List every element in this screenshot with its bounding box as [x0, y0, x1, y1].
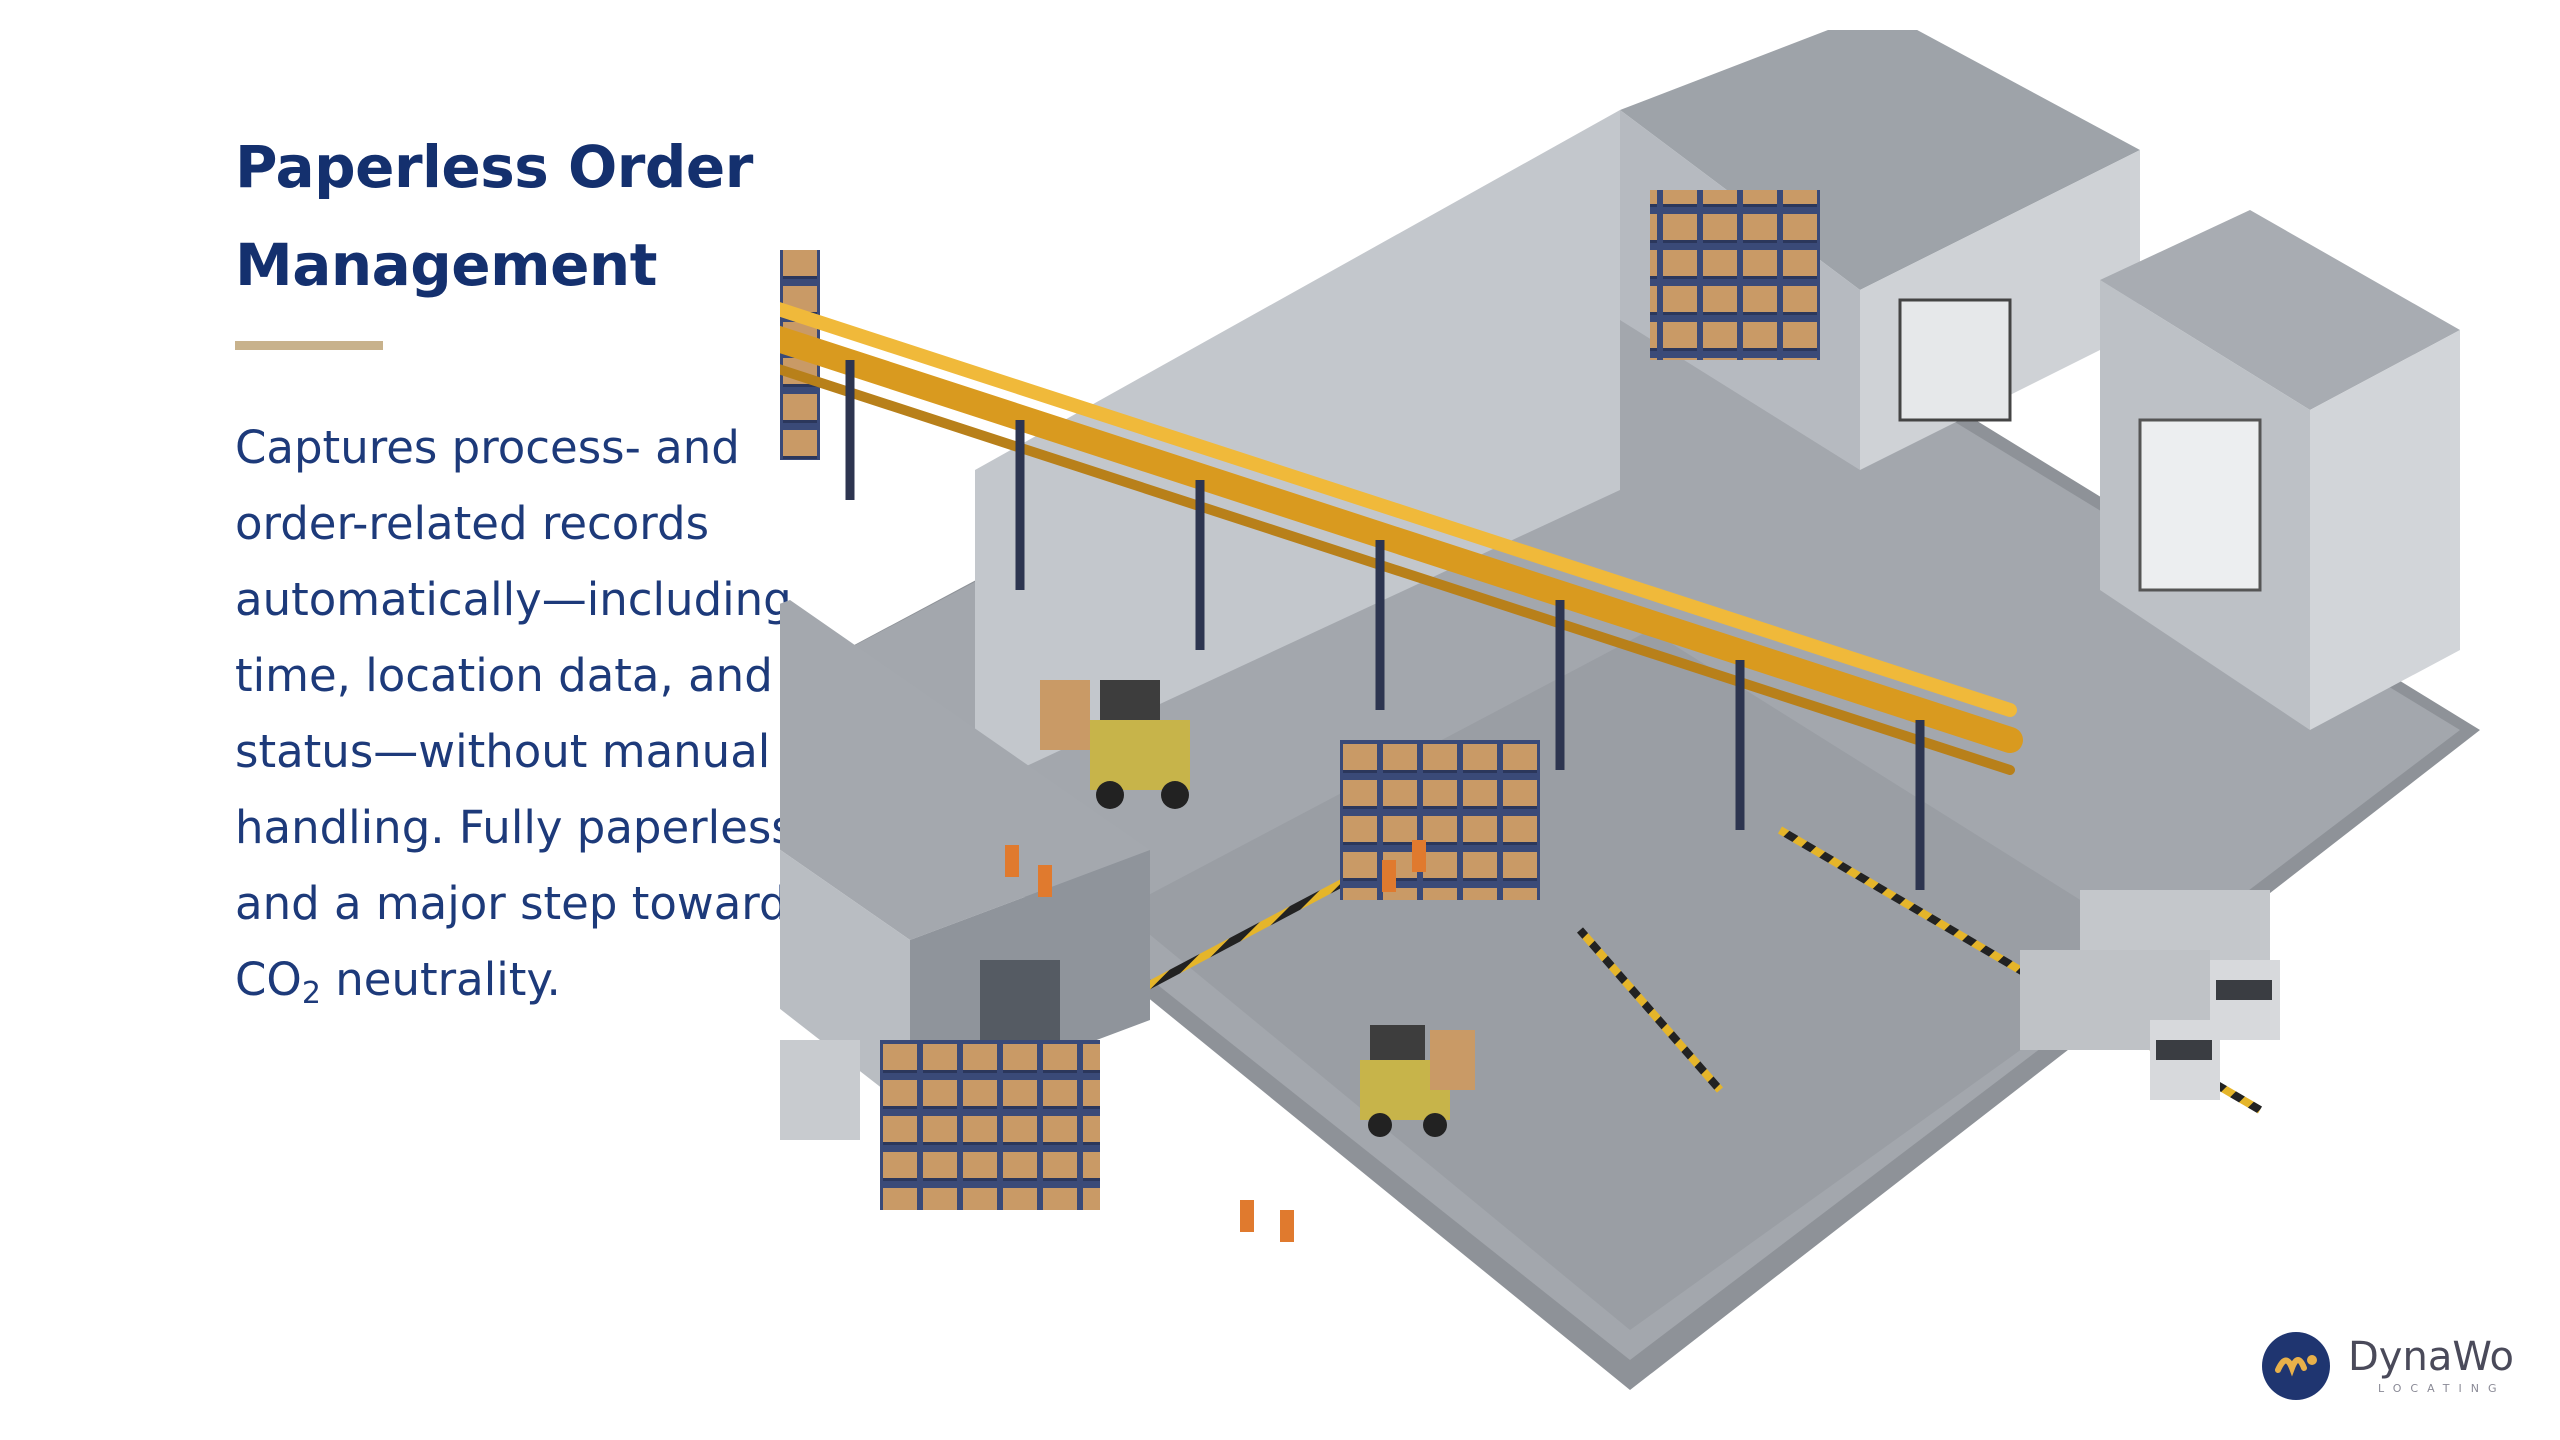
body-text-main: Captures process- and order-related reco… [235, 421, 795, 1006]
isometric-warehouse-illustration [780, 30, 2480, 1390]
dynawo-logo-icon [2262, 1332, 2330, 1400]
forklift-center [1040, 680, 1190, 809]
body-subscript: 2 [301, 976, 321, 1011]
right-building-door [2138, 418, 2262, 592]
front-building-roof [780, 600, 1150, 940]
title-accent-rule [235, 341, 383, 350]
trucks-left [780, 1040, 860, 1140]
conveyor-pillars [845, 360, 1925, 890]
logo-tagline: LOCATING [2378, 1382, 2506, 1395]
worker-group [1005, 840, 1426, 1242]
slide-title: Paperless Order Management [235, 133, 753, 299]
dynawo-logo: DynaWo LOCATING [2260, 1330, 2520, 1404]
back-building-roof [1620, 30, 2140, 290]
back-shelving [1650, 190, 1820, 360]
hazard-line-yard [1576, 927, 1724, 1093]
yellow-conveyor [780, 302, 2023, 775]
trucks-right [2020, 890, 2280, 1100]
back-wall-left [975, 110, 1620, 790]
yard-shelving [880, 1040, 1100, 1210]
slide-body: Captures process- and order-related reco… [235, 410, 875, 1032]
right-building-roof [2100, 210, 2460, 410]
logo-wordmark: DynaWo [2348, 1334, 2515, 1380]
central-shelving [1340, 740, 1540, 900]
body-text-end: neutrality. [320, 953, 561, 1006]
front-building-front [780, 849, 910, 1110]
right-building-side [2310, 330, 2460, 730]
back-door [1898, 298, 2012, 422]
forklift-yard [1360, 1025, 1475, 1137]
